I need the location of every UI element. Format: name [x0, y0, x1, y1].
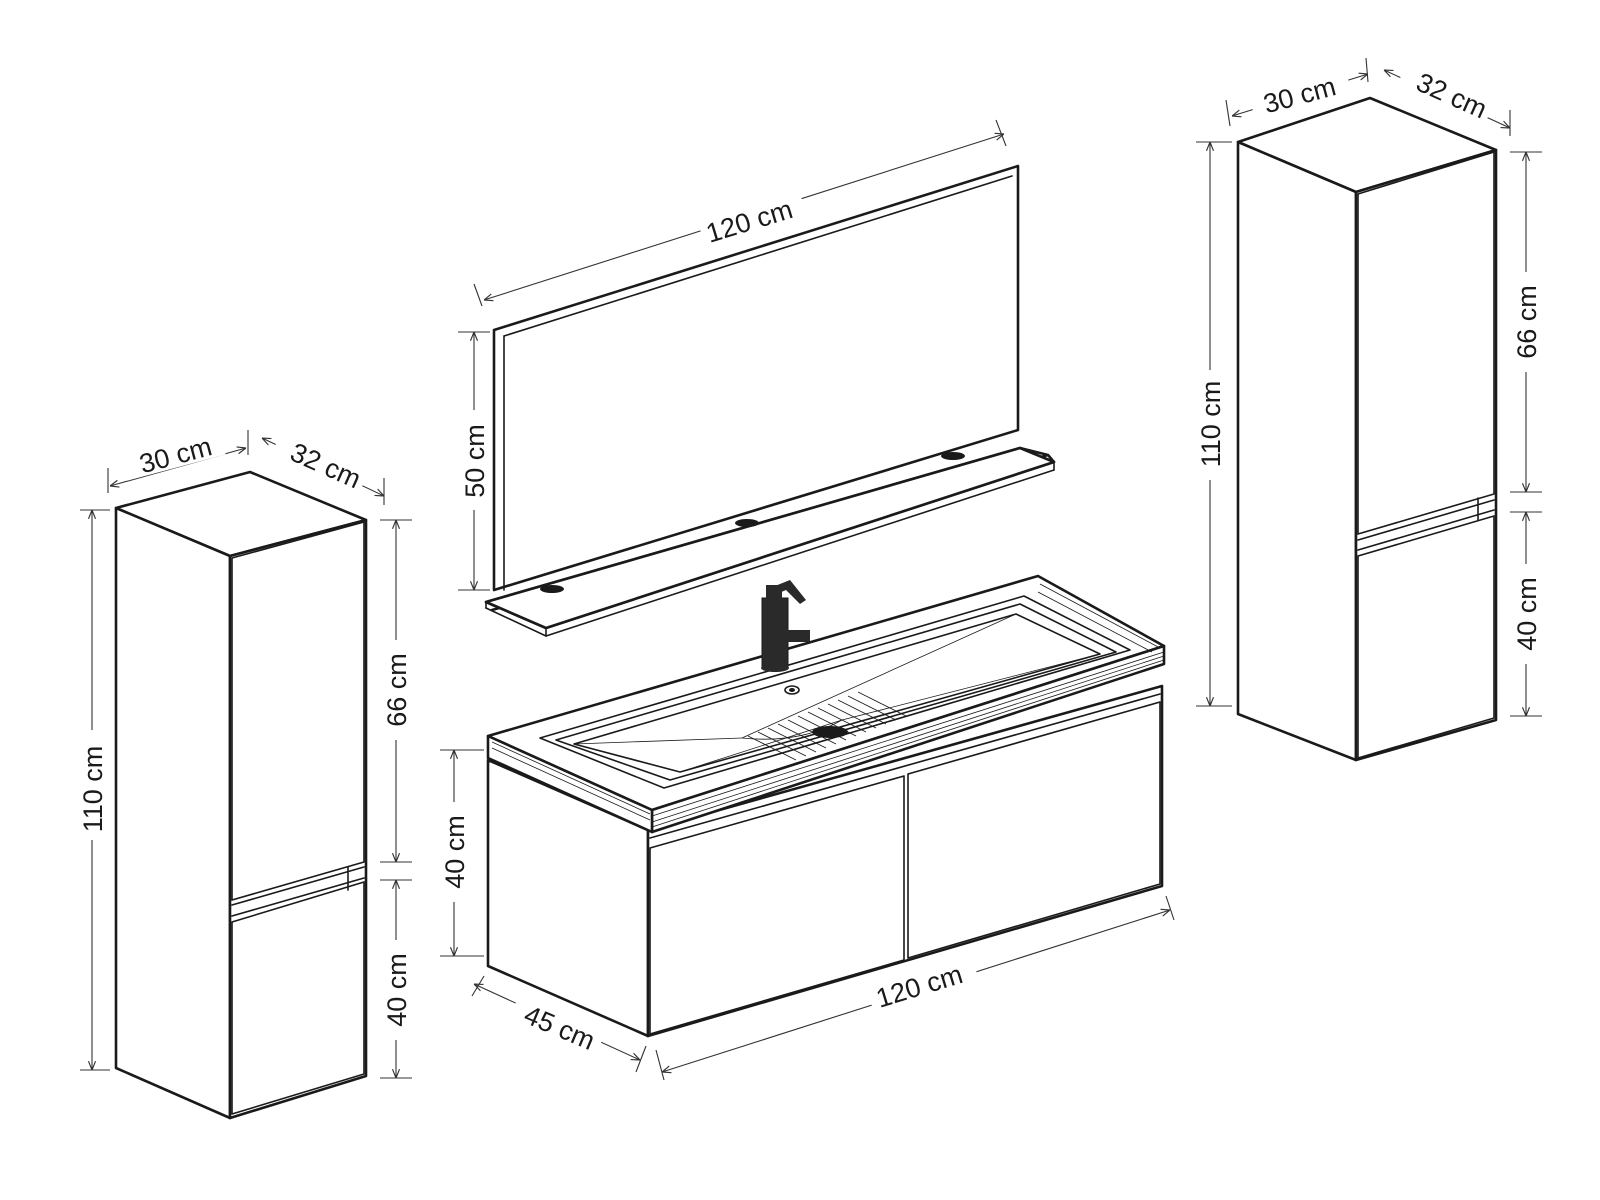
- right-cabinet-dimensions: [1195, 57, 1542, 717]
- vanity-basin-side-edge: [486, 734, 654, 834]
- left-cabinet-dimensions: [77, 425, 412, 1079]
- left-cabinet-lower-door-label: 40 cm: [382, 953, 412, 1027]
- mirror-height-label: 50 cm: [460, 424, 490, 498]
- right-tall-cabinet: [1236, 96, 1498, 762]
- right-cabinet-upper-door-label: 66 cm: [1512, 285, 1542, 359]
- vanity-right-drawer: [907, 701, 1161, 959]
- right-cabinet-depth-label: 32 cm: [1412, 67, 1491, 124]
- vanity-unit: [486, 574, 1166, 1038]
- left-cabinet-lower-door: [231, 881, 365, 1115]
- vanity-dimensions: [439, 749, 1175, 1081]
- mirror-assembly: [484, 164, 1056, 637]
- left-cabinet-upper-door-label: 66 cm: [382, 653, 412, 727]
- faucet-icon: [761, 580, 810, 672]
- right-cabinet-lower-door-label: 40 cm: [1512, 577, 1542, 651]
- left-cabinet-side: [114, 506, 232, 1120]
- left-cabinet-front: [228, 518, 368, 1120]
- left-cabinet-depth-label: 32 cm: [286, 437, 365, 494]
- right-cabinet-height-label: 110 cm: [1196, 381, 1226, 468]
- basin-rim-hatching: [491, 583, 1165, 828]
- right-cabinet-front: [1354, 148, 1498, 762]
- mirror-dimensions: [458, 119, 1007, 591]
- basin-bowl-outline: [539, 595, 1131, 789]
- left-cabinet-height-label: 110 cm: [78, 746, 108, 833]
- left-cabinet-upper-door: [231, 521, 365, 901]
- right-cabinet-lower-door: [1357, 515, 1495, 759]
- left-tall-cabinet: [114, 470, 368, 1120]
- right-cabinet-side: [1236, 140, 1358, 762]
- basin-drain: [747, 685, 907, 761]
- vanity-height-label: 40 cm: [440, 815, 470, 889]
- right-cabinet-upper-door: [1357, 151, 1495, 535]
